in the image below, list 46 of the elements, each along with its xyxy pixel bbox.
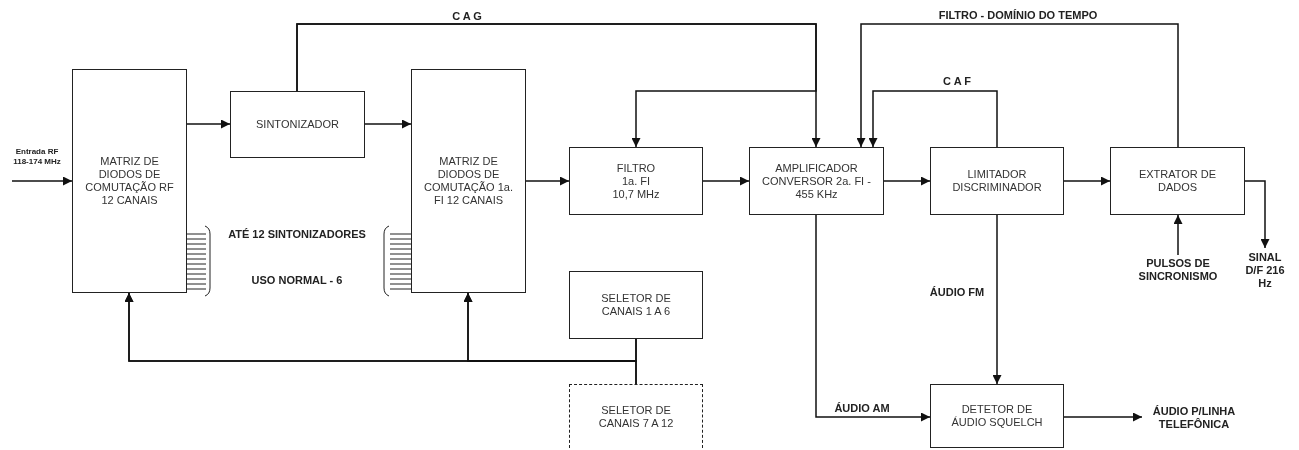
block-label: SELETOR DE CANAIS 1 A 6 [600,292,672,318]
arrow [868,90,998,148]
block-label: LIMITADOR DISCRIMINADOR [951,168,1043,194]
arrow [883,176,931,186]
arrow [1244,180,1270,249]
process-box [930,147,1064,215]
signal-label: PULSOS DE SINCRONISMO [1137,257,1219,283]
block-label: MATRIZ DE DIODOS DE COMUTAÇÃO 1a. FI 12 CANAIS [423,155,514,207]
process-box [569,147,703,215]
input-label: Entrada RF 118-174 MHz [12,147,62,167]
note-text: USO NORMAL - 6 [250,274,344,287]
process-box [569,384,703,448]
arrow [815,214,931,422]
block-label: DETETOR DE ÁUDIO SQUELCH [950,403,1044,429]
process-box [930,384,1064,448]
edge-label: ÁUDIO AM [833,401,891,415]
signal-label: SINAL D/F 216 Hz [1245,250,1285,290]
note-text: ATÉ 12 SINTONIZADORES [227,228,367,241]
process-box [1110,147,1245,215]
edge-label: ÁUDIO FM [928,285,986,299]
process-box [569,271,703,339]
arrow [856,23,1179,148]
edge-label: C A F [942,74,972,88]
block-label: SELETOR DE CANAIS 7 A 12 [597,403,675,430]
block-label: MATRIZ DE DIODOS DE COMUTAÇÃO RF 12 CANAIS [84,155,175,207]
block-label: AMPLIFICADOR CONVERSOR 2a. FI - 455 KHz [761,161,872,201]
process-box [230,91,365,158]
arrow [525,176,570,186]
arrow [463,292,637,385]
block-label: EXTRATOR DE DADOS [1137,168,1218,194]
arrow [364,119,412,129]
arrow [1063,176,1111,186]
block-label: FILTRO 1a. FI 10,7 MHz [611,161,661,201]
arrow [1063,412,1143,422]
edge-label: C A G [451,9,483,23]
arrow [1173,214,1183,256]
arrow [11,176,73,186]
process-box [72,69,187,293]
arrow [702,176,750,186]
signal-label: ÁUDIO P/LINHA TELEFÔNICA [1151,405,1237,431]
arrow [992,214,1002,385]
process-box [749,147,884,215]
process-box [411,69,526,293]
edge-label: FILTRO - DOMÍNIO DO TEMPO [937,8,1099,22]
block-label: SINTONIZADOR [255,118,340,131]
arrow [186,119,231,129]
